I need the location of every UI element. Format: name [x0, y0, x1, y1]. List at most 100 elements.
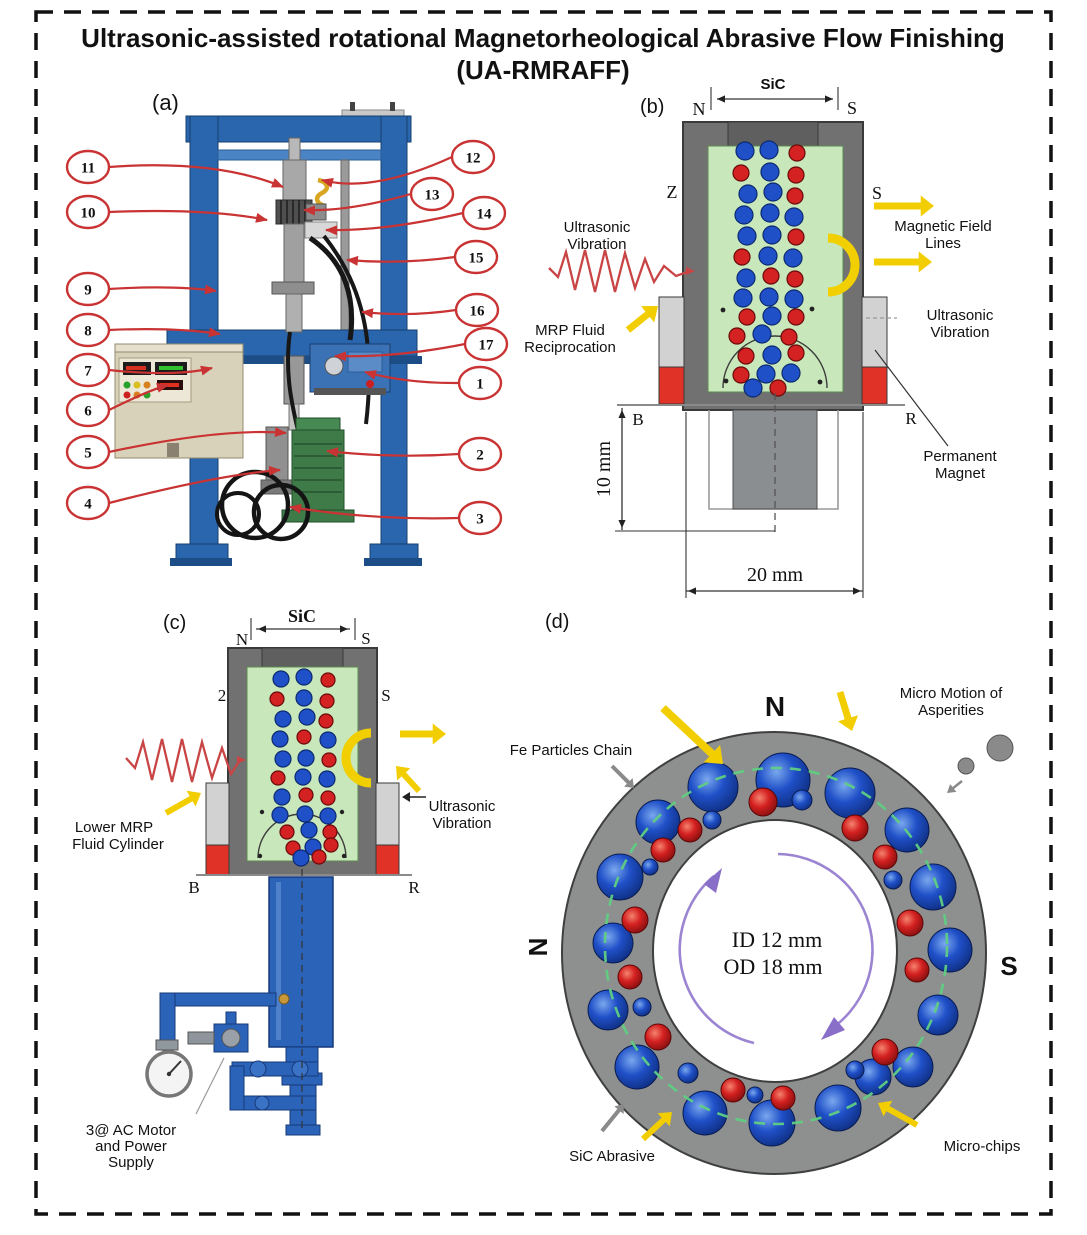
fe-particle	[296, 805, 314, 823]
magnet-left-pole	[658, 366, 685, 405]
yellow-arrow	[874, 251, 932, 273]
fe-particle-sphere	[587, 989, 629, 1031]
callout-number: 4	[84, 497, 92, 513]
callout-number: 3	[476, 512, 484, 528]
callout-number: 17	[479, 338, 495, 354]
callout-number: 10	[81, 206, 96, 222]
axis-z: 2	[218, 686, 227, 705]
arrowhead	[618, 520, 626, 528]
fe-particle-sphere	[814, 1084, 862, 1132]
fe-particle	[295, 668, 313, 686]
callout-arrow	[346, 255, 456, 266]
panel-d-label: (d)	[545, 611, 569, 633]
fe-particle-sphere	[824, 767, 876, 819]
fe-particle	[783, 248, 803, 268]
sic-particle	[762, 267, 780, 285]
yellow-arrow	[874, 195, 934, 217]
fe-particle-sphere	[746, 1086, 764, 1104]
callout-9: 9	[65, 271, 217, 307]
fe-particle	[292, 849, 310, 867]
mrp-line2: Reciprocation	[524, 339, 616, 356]
fe-particle-sphere	[682, 1090, 728, 1136]
particle-chains	[269, 668, 339, 867]
callout-circle	[450, 139, 496, 175]
sic-particle	[320, 790, 336, 806]
chip-particle-small	[957, 757, 975, 775]
yellow-arrow	[660, 705, 723, 764]
fe-particle-sphere	[635, 799, 681, 845]
pole-s-right: S	[1000, 951, 1017, 981]
perm-magnet-line2: Magnet	[935, 465, 986, 482]
pipe	[163, 992, 277, 1007]
panel-b-schematic: (b) 10 mm 20 mm SiC N S Z S	[524, 76, 998, 598]
fe-particle	[736, 268, 756, 288]
arrowhead	[237, 756, 246, 764]
spindle-upper-cylinder	[282, 159, 307, 203]
callout-arrow	[334, 342, 466, 362]
lower-mrp-line2: Fluid Cylinder	[72, 836, 164, 853]
callout-number: 14	[477, 207, 493, 223]
callout-number: 9	[84, 283, 92, 299]
micro-chips-label: Micro-chips	[944, 1138, 1021, 1155]
micro-motion-line1: Micro Motion of	[900, 685, 1003, 702]
fe-particle	[318, 770, 336, 788]
coiled-cable	[215, 491, 261, 537]
callout-number: 11	[81, 161, 95, 177]
rotation-arc	[341, 728, 372, 788]
fe-particle-sphere	[592, 922, 634, 964]
pole-n: N	[236, 630, 248, 649]
port-fitting	[278, 993, 290, 1005]
fe-particle	[784, 207, 804, 227]
callout-arrow	[326, 447, 460, 458]
callout-arrow	[108, 365, 213, 376]
rotation-arrow-right	[777, 852, 874, 1033]
magnet-right-body	[375, 782, 400, 846]
callout-circle	[461, 195, 507, 231]
sic-particle	[322, 824, 338, 840]
fe-particle	[300, 821, 318, 839]
sic-particle	[737, 347, 755, 365]
pointer-line	[874, 349, 949, 447]
panel-d-ring-section: (d) ID 12 mm OD 18 mm N N S Fe Particles…	[510, 611, 1021, 1175]
callout-16: 16	[361, 292, 500, 328]
sic-particle	[788, 144, 806, 162]
uv-left-line2: Vibration	[568, 236, 627, 253]
rotation-arc	[827, 233, 860, 297]
sic-particle-sphere	[904, 957, 930, 983]
callout-arrow	[108, 382, 169, 411]
callout-arrow	[108, 164, 284, 189]
axis-b: B	[188, 878, 199, 897]
arrowhead	[618, 410, 626, 418]
magnet-left-body	[205, 782, 230, 846]
fe-particle	[297, 749, 315, 767]
fe-particle	[274, 710, 292, 728]
callout-number: 6	[84, 404, 92, 420]
magnet-left-pole	[205, 844, 230, 876]
sic-particle	[320, 672, 336, 688]
fe-particle	[294, 768, 312, 786]
fe-particle	[756, 364, 776, 384]
annotation-arrows	[164, 95, 963, 1142]
arrowhead	[853, 587, 861, 595]
spindle-rod	[288, 137, 301, 163]
fe-particle	[762, 345, 782, 365]
callout-circle	[65, 312, 111, 348]
coiled-cable	[251, 482, 311, 542]
callout-arrow	[364, 370, 460, 385]
arrowhead	[686, 266, 695, 276]
callout-11: 11	[65, 149, 284, 189]
gray-arrow	[610, 764, 634, 788]
spindle-mid-cylinder	[283, 223, 305, 283]
vent-slot	[167, 443, 179, 457]
panel-a-label: (a)	[152, 90, 179, 115]
fe-particle-sphere	[687, 761, 739, 813]
sic-particle	[311, 849, 327, 865]
callout-arrow	[303, 192, 412, 216]
inner-diameter: ID 12 mm	[732, 927, 822, 952]
pole-n: N	[693, 99, 706, 119]
vibrator-block	[305, 203, 327, 221]
callout-arrow	[321, 155, 453, 188]
